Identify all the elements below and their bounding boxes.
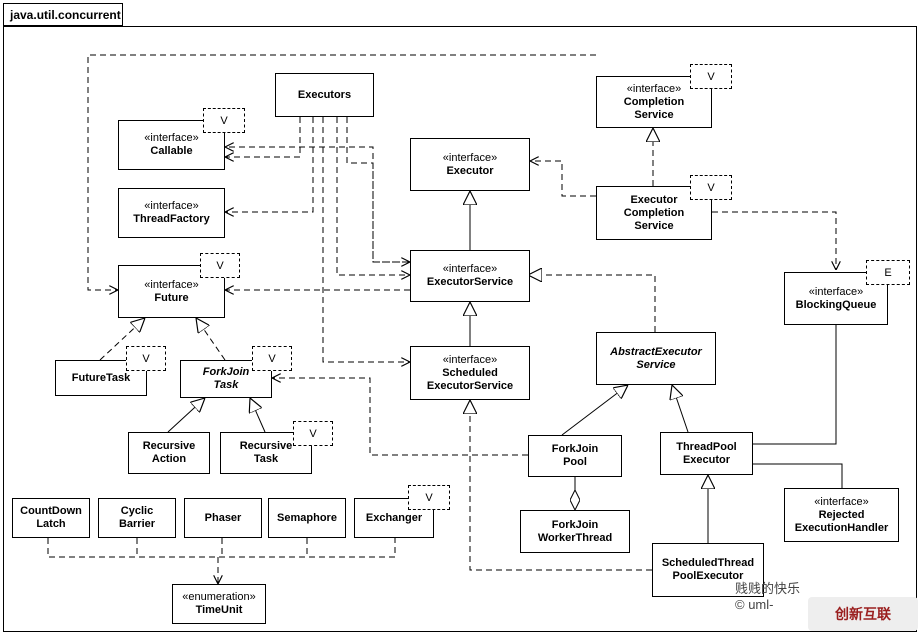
agg-threadpool-rejected-tmp bbox=[753, 464, 843, 488]
stereotype: «interface» bbox=[626, 82, 682, 95]
dep-sync-bus bbox=[47, 513, 396, 558]
realize-scheduledthread-scheduledservice bbox=[470, 400, 652, 571]
class-name: Executors bbox=[297, 88, 352, 101]
class-name: Phaser bbox=[204, 511, 242, 524]
gen-recursiveaction-forkjointask bbox=[167, 398, 205, 433]
template-param-callable: V bbox=[203, 108, 245, 133]
interface-scheduledexecutorservice[interactable]: «interface» Scheduled ExecutorService bbox=[410, 346, 530, 400]
enum-timeunit[interactable]: «enumeration» TimeUnit bbox=[172, 584, 266, 624]
template-param-blockingqueue: E bbox=[866, 260, 910, 285]
class-name: Recursive Action bbox=[142, 440, 196, 465]
class-name: Executor bbox=[446, 164, 494, 177]
template-param-completionservice: V bbox=[690, 64, 732, 89]
class-scheduledthreadpoolexecutor[interactable]: ScheduledThread PoolExecutor bbox=[652, 543, 764, 597]
class-name: Rejected ExecutionHandler bbox=[794, 508, 889, 534]
class-name: ForkJoin Pool bbox=[551, 443, 599, 468]
dep-forkjoinpool-forkjointask bbox=[272, 378, 528, 456]
interface-threadfactory[interactable]: «interface» ThreadFactory bbox=[118, 188, 225, 238]
dep-executors-callable bbox=[225, 117, 301, 157]
stereotype: «interface» bbox=[808, 285, 864, 298]
template-param-executorcompletionservice: V bbox=[690, 175, 732, 200]
watermark-line1: 贱贱的快乐 bbox=[735, 581, 801, 596]
package-name: java.util.concurrent bbox=[10, 8, 121, 22]
dep-executors-scheduledexecutorservice bbox=[322, 117, 410, 362]
class-semaphore[interactable]: Semaphore bbox=[268, 498, 346, 538]
interface-executorservice[interactable]: «interface» ExecutorService bbox=[410, 250, 530, 302]
class-name: ScheduledThread PoolExecutor bbox=[661, 557, 755, 582]
interface-blockingqueue[interactable]: «interface» BlockingQueue bbox=[784, 272, 888, 325]
stereotype: «interface» bbox=[442, 151, 498, 164]
class-phaser[interactable]: Phaser bbox=[184, 498, 262, 538]
stereotype: «interface» bbox=[144, 200, 199, 212]
class-name: Exchanger bbox=[365, 511, 423, 524]
stereotype: «interface» bbox=[442, 353, 498, 366]
watermark-logo: 创新互联 bbox=[808, 597, 918, 631]
template-param-forkjointask: V bbox=[252, 346, 292, 371]
agg-threadpool-blockingqueue-tmp bbox=[753, 325, 837, 444]
interface-rejectedexecutionhandler[interactable]: «interface» Rejected ExecutionHandler bbox=[784, 488, 899, 542]
dep-executorservice-callable bbox=[225, 147, 410, 263]
template-param-recursivetask: V bbox=[293, 421, 333, 446]
class-name: CountDown Latch bbox=[20, 505, 82, 530]
class-name: ExecutorService bbox=[426, 276, 514, 288]
dep-executors-executorservice bbox=[336, 117, 410, 275]
class-cyclicbarrier[interactable]: Cyclic Barrier bbox=[98, 498, 176, 538]
class-name: BlockingQueue bbox=[795, 298, 877, 311]
class-name: Semaphore bbox=[277, 511, 337, 524]
stereotype: «interface» bbox=[144, 132, 199, 144]
gen-threadpool-abstract bbox=[672, 385, 689, 433]
class-threadpoolexecutor[interactable]: ThreadPool Executor bbox=[660, 432, 753, 475]
stereotype: «interface» bbox=[814, 495, 869, 508]
watermark-line2: © uml- bbox=[735, 597, 774, 612]
template-param-future: V bbox=[200, 253, 240, 278]
interface-executor[interactable]: «interface» Executor bbox=[410, 138, 530, 191]
gen-forkjoinpool-abstract bbox=[561, 385, 628, 436]
class-name: Scheduled ExecutorService bbox=[426, 366, 514, 392]
class-name: AbstractExecutor Service bbox=[610, 345, 702, 371]
dep-executors-executorservice-2 bbox=[346, 117, 410, 262]
dep-executors-threadfactory bbox=[225, 117, 314, 212]
realize-abstract-executorservice bbox=[528, 275, 656, 332]
class-name: TimeUnit bbox=[195, 604, 243, 616]
class-forkjoinpool[interactable]: ForkJoin Pool bbox=[528, 435, 622, 477]
stereotype: «enumeration» bbox=[182, 591, 256, 603]
class-executors[interactable]: Executors bbox=[275, 73, 374, 117]
dep-execcompletion-blockingqueue bbox=[712, 211, 836, 270]
class-name: ThreadFactory bbox=[133, 213, 210, 225]
class-name: Callable bbox=[150, 145, 193, 157]
template-param-exchanger: V bbox=[408, 485, 450, 510]
template-param-futuretask: V bbox=[126, 346, 166, 371]
class-futuretask[interactable]: FutureTask bbox=[55, 360, 147, 396]
dep-execcompletion-executor bbox=[530, 161, 596, 197]
class-name: Cyclic Barrier bbox=[118, 505, 156, 530]
watermark-text: 贱贱的快乐 © uml- bbox=[735, 578, 800, 612]
abstract-class-abstractexecutorservice[interactable]: AbstractExecutor Service bbox=[596, 332, 716, 385]
class-name: ForkJoin WorkerThread bbox=[537, 518, 613, 544]
dep-completionservice-future bbox=[87, 54, 596, 290]
class-recursiveaction[interactable]: Recursive Action bbox=[128, 432, 210, 474]
class-name: ForkJoin Task bbox=[202, 366, 250, 391]
stereotype: «interface» bbox=[144, 278, 199, 291]
realize-forkjointask-future bbox=[196, 318, 226, 361]
package-tab: java.util.concurrent bbox=[3, 3, 123, 26]
gen-recursivetask-forkjointask bbox=[250, 398, 266, 433]
class-name: Recursive Task bbox=[239, 440, 293, 465]
class-name: FutureTask bbox=[71, 371, 131, 384]
class-countdownlatch[interactable]: CountDown Latch bbox=[12, 498, 90, 538]
class-forkjoinworkerthread[interactable]: ForkJoin WorkerThread bbox=[520, 510, 630, 553]
class-name: Completion Service bbox=[623, 95, 685, 121]
stereotype: «interface» bbox=[442, 263, 498, 275]
class-name: ThreadPool Executor bbox=[676, 440, 737, 466]
package-frame bbox=[3, 26, 917, 632]
class-name: Executor Completion Service bbox=[623, 193, 685, 232]
class-recursivetask[interactable]: Recursive Task bbox=[220, 432, 312, 474]
realize-futuretask-future bbox=[99, 318, 145, 361]
class-name: Future bbox=[154, 291, 189, 304]
